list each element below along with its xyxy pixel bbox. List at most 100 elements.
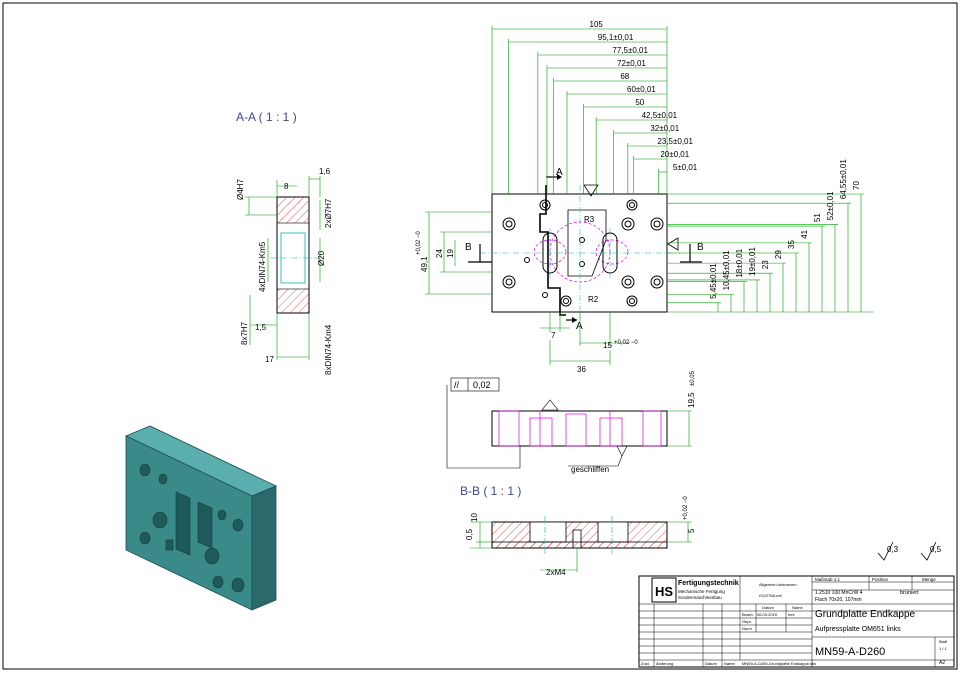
pocket-outline <box>567 209 607 277</box>
flatness-frame <box>446 377 628 469</box>
dim-d20: Ø20 <box>317 250 326 266</box>
left-dims <box>425 211 492 295</box>
top-dim-label: 50 <box>635 98 644 107</box>
section-arrow-b-left: B <box>465 242 492 263</box>
rev-label: Zust. <box>641 661 650 666</box>
section-bb-cutouts <box>491 521 668 549</box>
dim-24: 24 <box>435 249 444 258</box>
right-dim-label: 51 <box>813 213 822 222</box>
bb-dim-10: 10 <box>470 513 479 522</box>
dim-d4h7: Ø4H7 <box>236 179 245 200</box>
top-dim-label: 42,5±0,01 <box>642 111 678 120</box>
section-aa-view: A-A ( 1 : 1 ) 1,6 8 Ø4H7 2xØ7H7 4 <box>236 110 333 375</box>
top-dimension-stack <box>491 26 668 194</box>
right-dim-label: 29 <box>774 250 783 259</box>
side-height-dim <box>667 410 692 447</box>
change-label: Änderung <box>656 661 673 666</box>
section-bb-view: B-B ( 1 : 1 ) 10 0,5 5 +0,02 −0 2xM4 <box>460 484 696 577</box>
side-hidden <box>498 410 662 447</box>
top-dim-label: 5±0,01 <box>673 163 698 172</box>
sheet-value: 1 / 1 <box>939 646 948 651</box>
side-view: // 0,02 19,5 ±0,05 geschliffen <box>446 370 696 474</box>
side-height-tol: ±0,05 <box>690 370 696 386</box>
section-bb-title: B-B ( 1 : 1 ) <box>460 484 521 498</box>
drawing-subtitle: Aufpressplatte OM651 links <box>815 626 901 633</box>
section-aa-hatch-top <box>276 196 310 224</box>
dim-19: 19 <box>446 249 455 258</box>
right-dim-label: 10,45±0,01 <box>722 250 731 291</box>
section-bb-axis <box>544 516 613 554</box>
top-dim-label: 95,1±0,01 <box>598 33 634 42</box>
iso-side-face <box>251 485 277 611</box>
bb-dim-0-5: 0,5 <box>465 528 474 540</box>
quantity-label: Menge <box>922 577 936 582</box>
roughness-val-1: 0,3 <box>887 545 899 554</box>
drawn-name: hee <box>788 612 795 617</box>
right-dim-label: 18±0,01 <box>735 248 744 277</box>
bb-thread: 2xM4 <box>546 568 566 577</box>
section-arrow-a-bottom: A <box>566 317 583 332</box>
flatness-symbol: // <box>454 380 460 390</box>
ground-label: geschliffen <box>571 465 609 474</box>
title-block: HS Fertigungstechnik Mechanische Fertigu… <box>638 575 955 668</box>
side-height: 19,5 <box>687 392 696 408</box>
company-logo <box>651 577 677 603</box>
right-dim-label: 5,45±0,01 <box>709 263 718 299</box>
section-arrow-a-top: A <box>546 167 563 180</box>
name-label: Name <box>792 605 803 610</box>
iso-features <box>139 463 245 593</box>
drawn-label: Bearb. <box>742 612 754 617</box>
surface-symbol <box>583 184 599 197</box>
company-line3: Sondermaschinenbau <box>678 595 722 600</box>
section-aa-hatch-bottom <box>276 288 310 314</box>
sheet-label: Blatt <box>939 639 948 644</box>
dim-15: 15 <box>603 341 612 350</box>
radius-r2: R2 <box>588 295 599 304</box>
top-dim-label: 72±0,01 <box>617 59 646 68</box>
right-dim-label: 41 <box>800 229 809 238</box>
svg-text:A: A <box>576 321 583 332</box>
tolerances-std: ISO2768-mK <box>759 593 782 598</box>
side-plate <box>491 410 668 447</box>
date-col: Datum <box>705 661 717 666</box>
top-dim-label: 77,5±0,01 <box>612 46 648 55</box>
tolerances-label: Allgemein-toleranzen <box>759 582 797 587</box>
bb-dim-5-tol: +0,02 −0 <box>683 496 689 520</box>
name-col: Name <box>724 661 735 666</box>
main-holes <box>502 199 664 307</box>
dim-1-5: 1,5 <box>255 323 267 332</box>
company-line1: Fertigungstechnik <box>678 580 739 587</box>
right-dimension-stack <box>667 193 874 313</box>
bb-dim-5: 5 <box>687 528 696 533</box>
right-dim-label: 35 <box>787 240 796 249</box>
top-dim-label: 60±0,01 <box>627 85 656 94</box>
svg-text:B: B <box>697 242 704 253</box>
right-dim-label: 19±0,01 <box>748 247 757 276</box>
dim-din74-km5: 4xDIN74-Km5 <box>258 241 267 292</box>
position-label: Position <box>872 577 889 582</box>
logo-text: HS <box>655 584 673 599</box>
bottom-dims <box>540 312 630 365</box>
svg-text:B: B <box>465 242 472 253</box>
top-dim-label: 23,5±0,01 <box>657 137 693 146</box>
dim-15-tol: +0,02 −0 <box>614 340 638 346</box>
dim-din74-km4: 8xDIN74-Km4 <box>324 324 333 375</box>
main-axis-lines <box>480 185 680 318</box>
section-aa-dims <box>245 176 321 360</box>
roughness-val-2: 0,5 <box>930 545 942 554</box>
drawing-title: Grundplatte Endkappe <box>815 609 916 620</box>
main-view: A A B B R3 R2 105 95,1±0,01 77,5±0,01 72±0,… <box>416 20 874 374</box>
section-aa-title: A-A ( 1 : 1 ) <box>236 110 297 124</box>
top-dim-label: 32±0,01 <box>650 124 679 133</box>
flatness-value: 0,02 <box>473 380 491 390</box>
date-label: Datum <box>762 605 774 610</box>
section-arrow-b-right: B <box>680 242 704 263</box>
norm-label: Norm <box>742 626 752 631</box>
section-bb-dims <box>470 521 692 572</box>
scale-label: Maßstab 1:1 <box>815 577 841 582</box>
isometric-view <box>125 425 277 611</box>
right-dim-label: 70 <box>852 181 861 190</box>
dim-8x7h7: 8x7H7 <box>240 321 249 345</box>
top-dim-label: 105 <box>590 20 604 29</box>
radius-r3: R3 <box>584 215 595 224</box>
